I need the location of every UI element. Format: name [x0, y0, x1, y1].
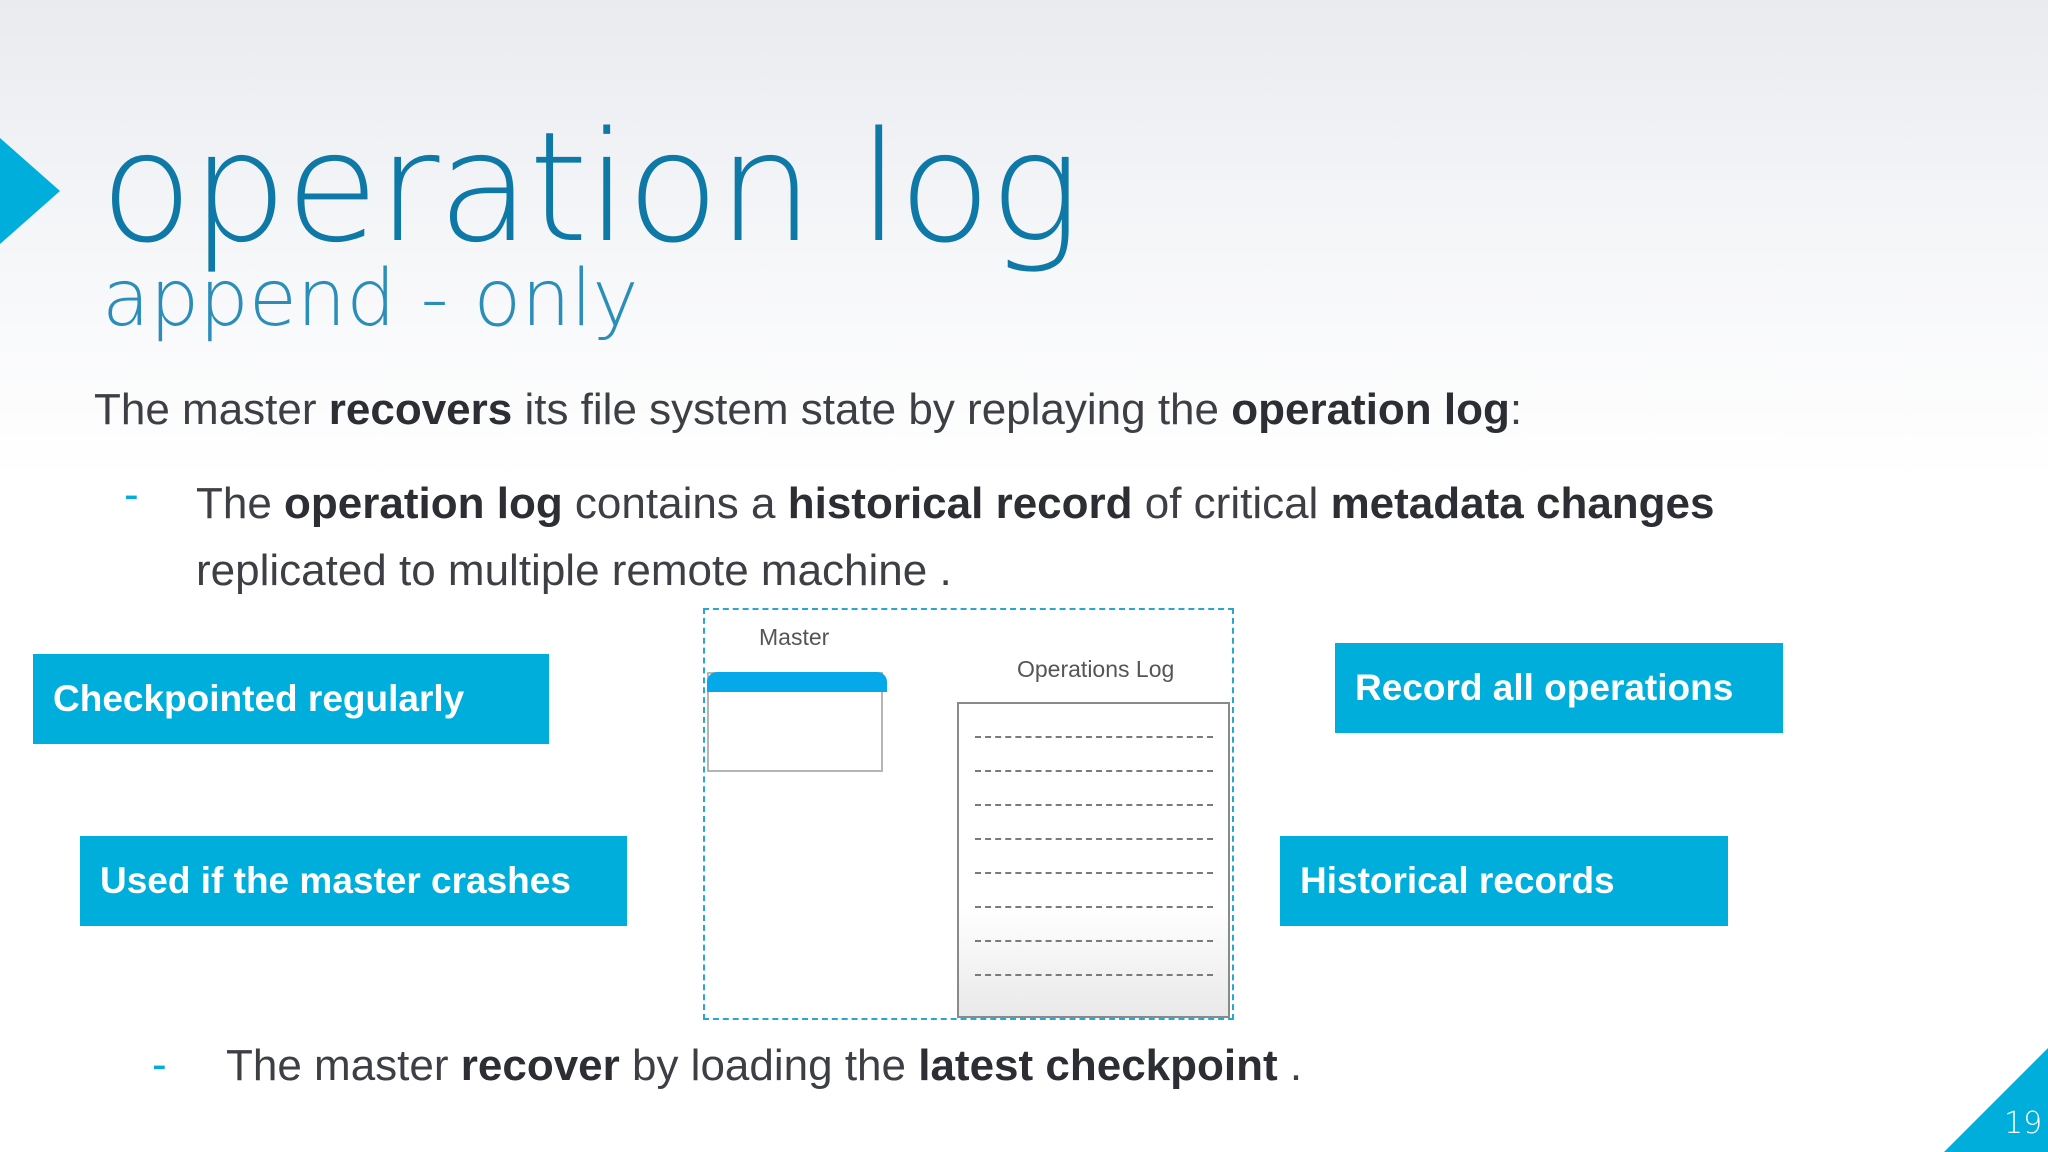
log-entry-line [975, 770, 1213, 772]
log-entry-line [975, 906, 1213, 908]
slide-subtitle: append - only [102, 254, 639, 344]
oplog-label: Operations Log [1017, 656, 1175, 682]
paragraph-recover-checkpoint: The master recover by loading the latest… [226, 1041, 1303, 1090]
oplog-document [957, 702, 1230, 1018]
paragraph-recover-intro: The master recovers its file system stat… [94, 385, 1523, 434]
oplog-diagram: Master Operations Log [703, 608, 1234, 1020]
master-label: Master [759, 624, 830, 650]
callout-used-if-crash: Used if the master crashes [80, 836, 627, 926]
log-entry-line [975, 804, 1213, 806]
log-entry-line [975, 736, 1213, 738]
log-entry-line [975, 974, 1213, 976]
bullet-dash: - [152, 1040, 167, 1089]
page-number: 19 [2004, 1106, 2043, 1141]
log-entry-line [975, 838, 1213, 840]
slide-title: operation log [100, 99, 1081, 276]
master-window [707, 672, 887, 772]
callout-historical: Historical records [1280, 836, 1728, 926]
paragraph-oplog-contains: The operation log contains a historical … [196, 479, 1715, 595]
log-entry-line [975, 872, 1213, 874]
accent-arrow-icon [0, 138, 60, 244]
callout-record-all: Record all operations [1335, 643, 1783, 733]
bullet-dash: - [124, 470, 139, 519]
corner-accent [1944, 1048, 2048, 1152]
master-window-titlebar [707, 672, 887, 692]
log-entry-line [975, 940, 1213, 942]
callout-checkpointed: Checkpointed regularly [33, 654, 549, 744]
